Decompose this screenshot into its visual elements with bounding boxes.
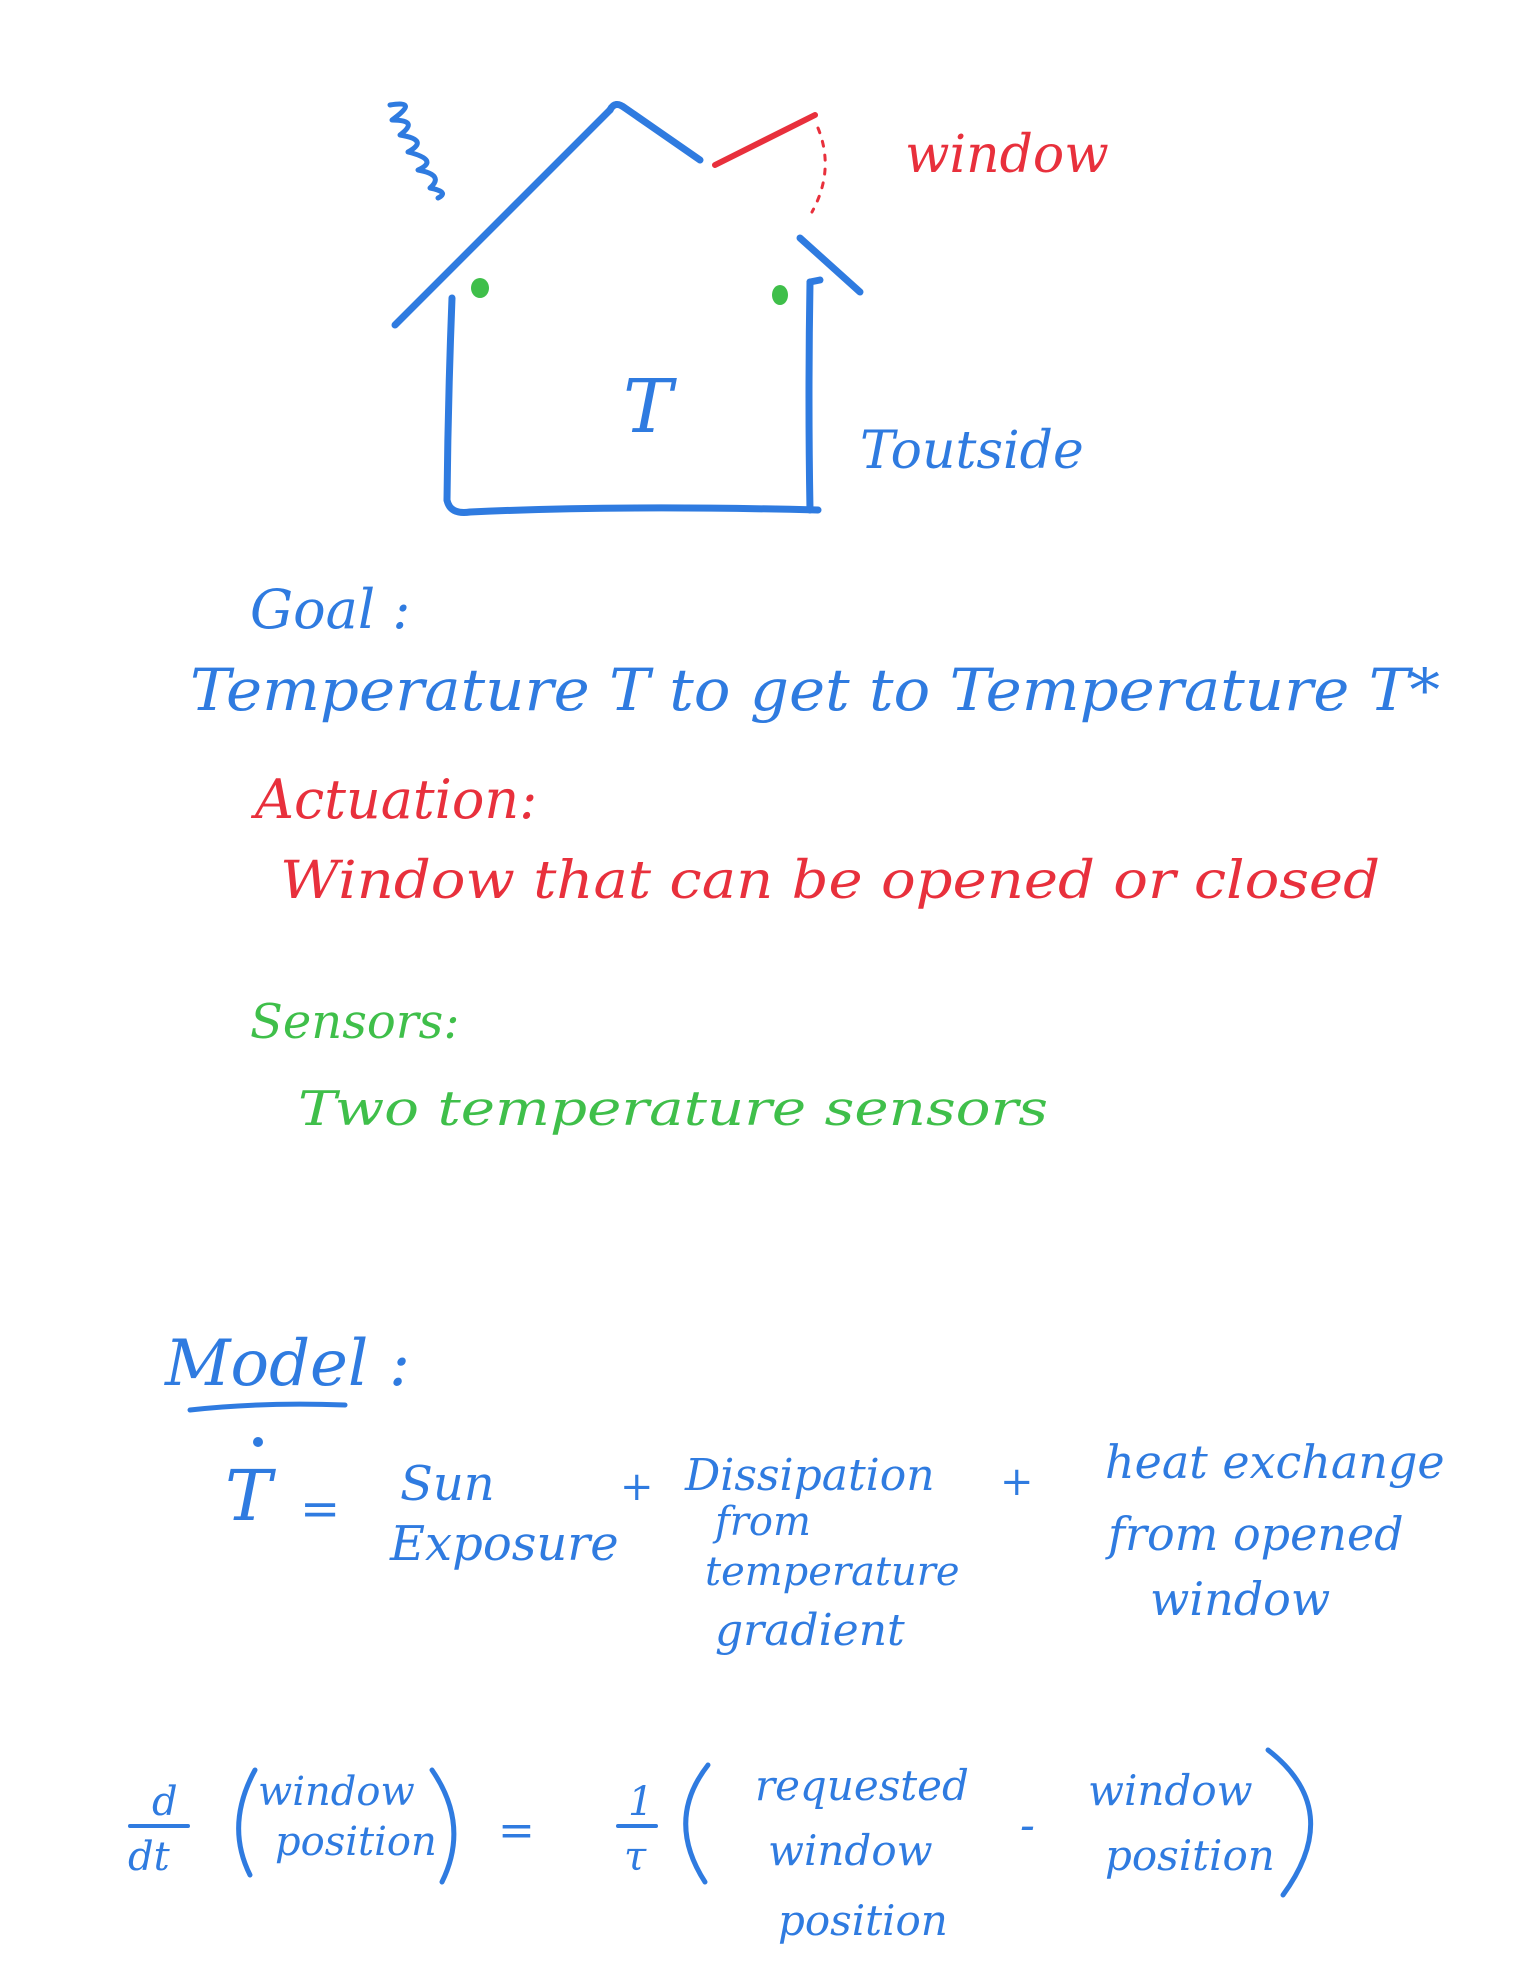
- eq2-req-line1: requested: [755, 1761, 969, 1810]
- goal-text: Temperature T to get to Temperature T*: [190, 656, 1440, 724]
- wall-right-top: [806, 276, 824, 286]
- eq2-dt: dt: [128, 1834, 171, 1880]
- goal-heading: Goal :: [250, 578, 410, 641]
- house-drawing: [387, 101, 864, 516]
- eq2-req-line2: window: [768, 1826, 933, 1875]
- eq1-term2-line2: from: [712, 1499, 811, 1545]
- outside-temp-label: Toutside: [860, 421, 1084, 481]
- eq1-term2-line1: Dissipation: [684, 1450, 935, 1501]
- eq1-term1-line2: Exposure: [389, 1516, 619, 1572]
- eq1-plus1: +: [620, 1464, 654, 1510]
- interior-temp-label: T: [623, 364, 677, 450]
- eq2-pos-line2: position: [1105, 1831, 1275, 1880]
- eq2-pos-line1: window: [1088, 1766, 1253, 1815]
- eq1-lhs: T: [225, 1455, 276, 1537]
- roof-peak: [606, 101, 704, 164]
- eq2-lhs-line2: position: [275, 1819, 437, 1865]
- window-swing: [810, 126, 827, 214]
- eq1-term3-line1: heat exchange: [1105, 1435, 1445, 1489]
- actuation-text: Window that can be opened or closed: [280, 851, 1380, 911]
- equation-2: d dt window position = 1 τ requested win…: [128, 1747, 1314, 1945]
- sensors-text: Two temperature sensors: [298, 1081, 1048, 1137]
- sensor-right-dot: [772, 285, 788, 305]
- eq2-d: d: [152, 1779, 178, 1825]
- window-panel: [712, 112, 818, 168]
- eq1-equals: =: [300, 1481, 340, 1537]
- window-label: window: [905, 125, 1109, 185]
- sensor-left-dot: [471, 278, 489, 298]
- eq2-tau: τ: [624, 1834, 647, 1880]
- eq2-rhs-paren-left: [683, 1762, 711, 1885]
- wall-right: [805, 278, 814, 514]
- equation-1: T = Sun Exposure + Dissipation from temp…: [225, 1435, 1445, 1656]
- eq1-plus2: +: [1000, 1459, 1034, 1505]
- floor: [443, 496, 822, 516]
- eq1-term3-line2: from opened: [1105, 1507, 1404, 1561]
- eq1-term2-line3: temperature: [705, 1549, 960, 1595]
- eq2-req-line3: position: [778, 1896, 948, 1945]
- roof-right: [796, 234, 864, 296]
- roof-left: [391, 106, 614, 329]
- eq1-term1-line1: Sun: [400, 1456, 495, 1512]
- heat-squiggle: [387, 101, 445, 201]
- eq2-lhs-line1: window: [258, 1769, 415, 1815]
- model-underline: [187, 1401, 348, 1413]
- eq2-equals: =: [498, 1805, 535, 1856]
- eq2-lhs-paren-left: [236, 1767, 258, 1878]
- eq1-term2-line4: gradient: [715, 1605, 905, 1656]
- eq1-term3-line3: window: [1150, 1572, 1330, 1626]
- eq2-minus: -: [1020, 1800, 1035, 1851]
- actuation-heading: Actuation:: [250, 768, 537, 831]
- sensors-heading: Sensors:: [250, 994, 459, 1050]
- wall-left: [443, 294, 456, 504]
- eq2-lhs-paren-right: [429, 1767, 457, 1885]
- eq2-rhs-paren-right: [1265, 1747, 1314, 1898]
- dot-derivative: [253, 1437, 263, 1447]
- model-heading: Model :: [164, 1327, 410, 1401]
- eq2-one: 1: [628, 1779, 653, 1825]
